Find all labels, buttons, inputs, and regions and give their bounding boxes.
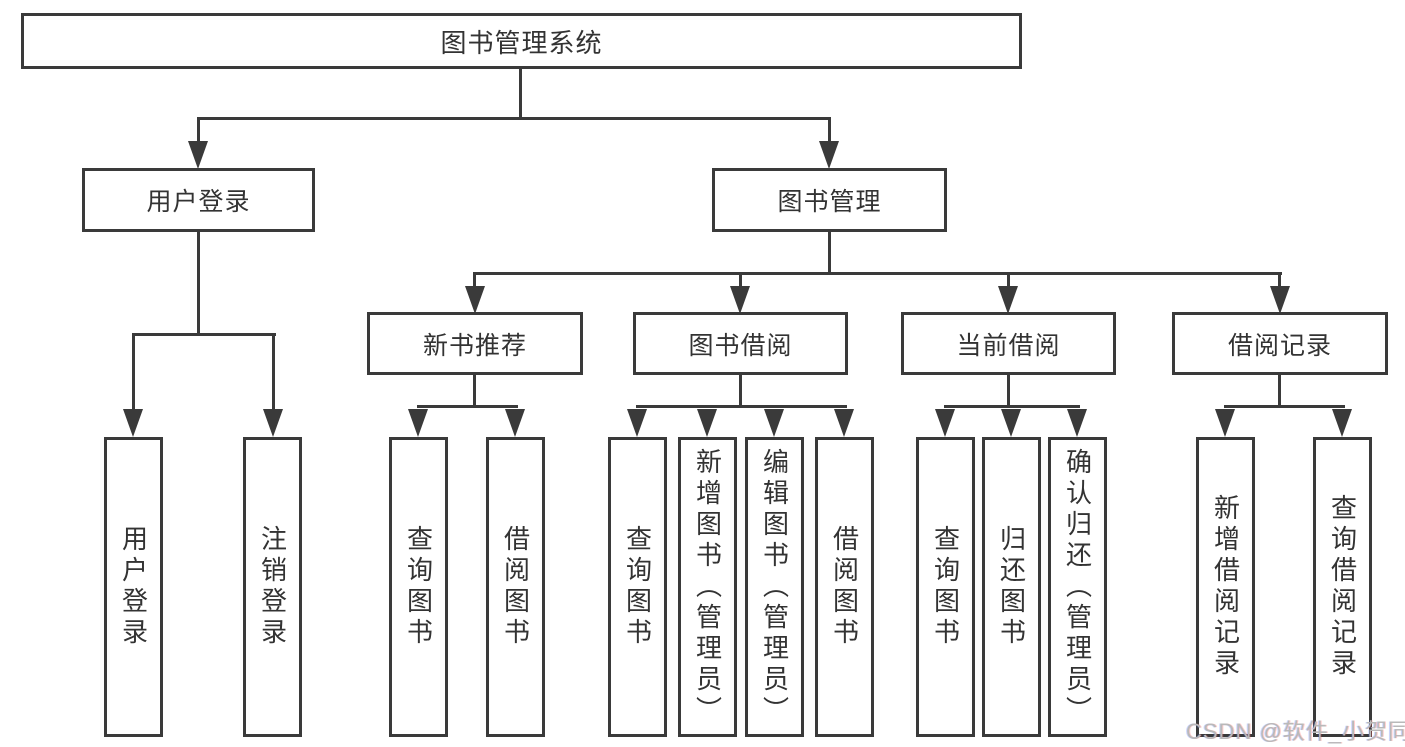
connector-line [473, 272, 1282, 275]
node-label: 新增借阅记录 [1210, 494, 1241, 680]
arrow-down-icon [834, 409, 854, 437]
node-confirm-return-admin: 确认归还（管理员） [1048, 437, 1107, 737]
node-user-login-action: 用户登录 [104, 437, 163, 737]
node-label: 用户登录 [118, 525, 149, 649]
node-new-book-recommend: 新书推荐 [367, 312, 583, 375]
node-label: 当前借阅 [956, 331, 1061, 360]
arrow-down-icon [764, 409, 784, 437]
connector-line [473, 373, 476, 408]
node-return-books: 归还图书 [982, 437, 1041, 737]
arrow-down-icon [730, 286, 750, 314]
connector-line [417, 405, 518, 408]
node-query-books-recommend: 查询图书 [389, 437, 448, 737]
arrow-down-icon [1001, 409, 1021, 437]
node-logout: 注销登录 [243, 437, 302, 737]
node-current-borrowing: 当前借阅 [901, 312, 1116, 375]
connector-line [739, 272, 742, 288]
node-add-books-admin: 新增图书（管理员） [678, 437, 737, 737]
connector-line [1278, 373, 1281, 408]
connector-line [132, 333, 276, 336]
connector-line [1278, 272, 1281, 288]
node-label: 编辑图书（管理员） [759, 447, 790, 727]
node-label: 借阅记录 [1227, 331, 1332, 360]
arrow-down-icon [1332, 409, 1352, 437]
node-library-management-system: 图书管理系统 [21, 13, 1022, 69]
node-query-books-borrowing: 查询图书 [608, 437, 667, 737]
connector-line [272, 333, 275, 412]
node-book-borrowing: 图书借阅 [633, 312, 848, 375]
node-label: 图书管理系统 [440, 27, 603, 58]
node-label: 新增图书（管理员） [692, 447, 723, 727]
node-book-management: 图书管理 [712, 168, 947, 232]
node-label: 查询借阅记录 [1327, 494, 1358, 680]
arrow-down-icon [697, 409, 717, 437]
connector-line [519, 68, 522, 120]
node-label: 查询图书 [403, 525, 434, 649]
connector-line [944, 405, 1080, 408]
node-label: 图书管理 [777, 188, 882, 216]
node-label: 用户登录 [146, 188, 251, 216]
connector-line [197, 117, 831, 120]
node-label: 注销登录 [257, 525, 288, 649]
node-query-borrow-record: 查询借阅记录 [1313, 437, 1372, 737]
node-label: 确认归还（管理员） [1062, 447, 1093, 727]
node-label: 图书借阅 [688, 331, 793, 360]
connector-line [473, 272, 476, 288]
arrow-down-icon [505, 409, 525, 437]
node-user-login: 用户登录 [82, 168, 315, 232]
arrow-down-icon [123, 409, 143, 437]
node-label: 查询图书 [930, 525, 961, 649]
arrow-down-icon [1270, 286, 1290, 314]
connector-line [828, 232, 831, 275]
watermark: CSDN @软件_小贺同学 [1186, 719, 1405, 744]
arrow-down-icon [1067, 409, 1087, 437]
node-label: 借阅图书 [829, 525, 860, 649]
node-label: 查询图书 [622, 525, 653, 649]
connector-line [828, 117, 831, 145]
node-borrowing-records: 借阅记录 [1172, 312, 1388, 375]
node-add-borrow-record: 新增借阅记录 [1196, 437, 1255, 737]
node-edit-books-admin: 编辑图书（管理员） [745, 437, 804, 737]
arrow-down-icon [998, 286, 1018, 314]
node-query-books-current: 查询图书 [916, 437, 975, 737]
node-borrow-books-recommend: 借阅图书 [486, 437, 545, 737]
connector-line [1007, 373, 1010, 408]
arrow-down-icon [819, 141, 839, 169]
connector-line [1007, 272, 1010, 288]
connector-line [197, 232, 200, 336]
connector-line [132, 333, 135, 412]
arrow-down-icon [465, 286, 485, 314]
node-borrow-books: 借阅图书 [815, 437, 874, 737]
arrow-down-icon [408, 409, 428, 437]
arrow-down-icon [935, 409, 955, 437]
connector-line [197, 117, 200, 145]
arrow-down-icon [263, 409, 283, 437]
node-label: 借阅图书 [500, 525, 531, 649]
connector-line [1224, 405, 1345, 408]
connector-line [739, 373, 742, 408]
node-label: 新书推荐 [422, 331, 527, 360]
connector-line [636, 405, 847, 408]
node-label: 归还图书 [996, 525, 1027, 649]
arrow-down-icon [627, 409, 647, 437]
arrow-down-icon [188, 141, 208, 169]
arrow-down-icon [1215, 409, 1235, 437]
